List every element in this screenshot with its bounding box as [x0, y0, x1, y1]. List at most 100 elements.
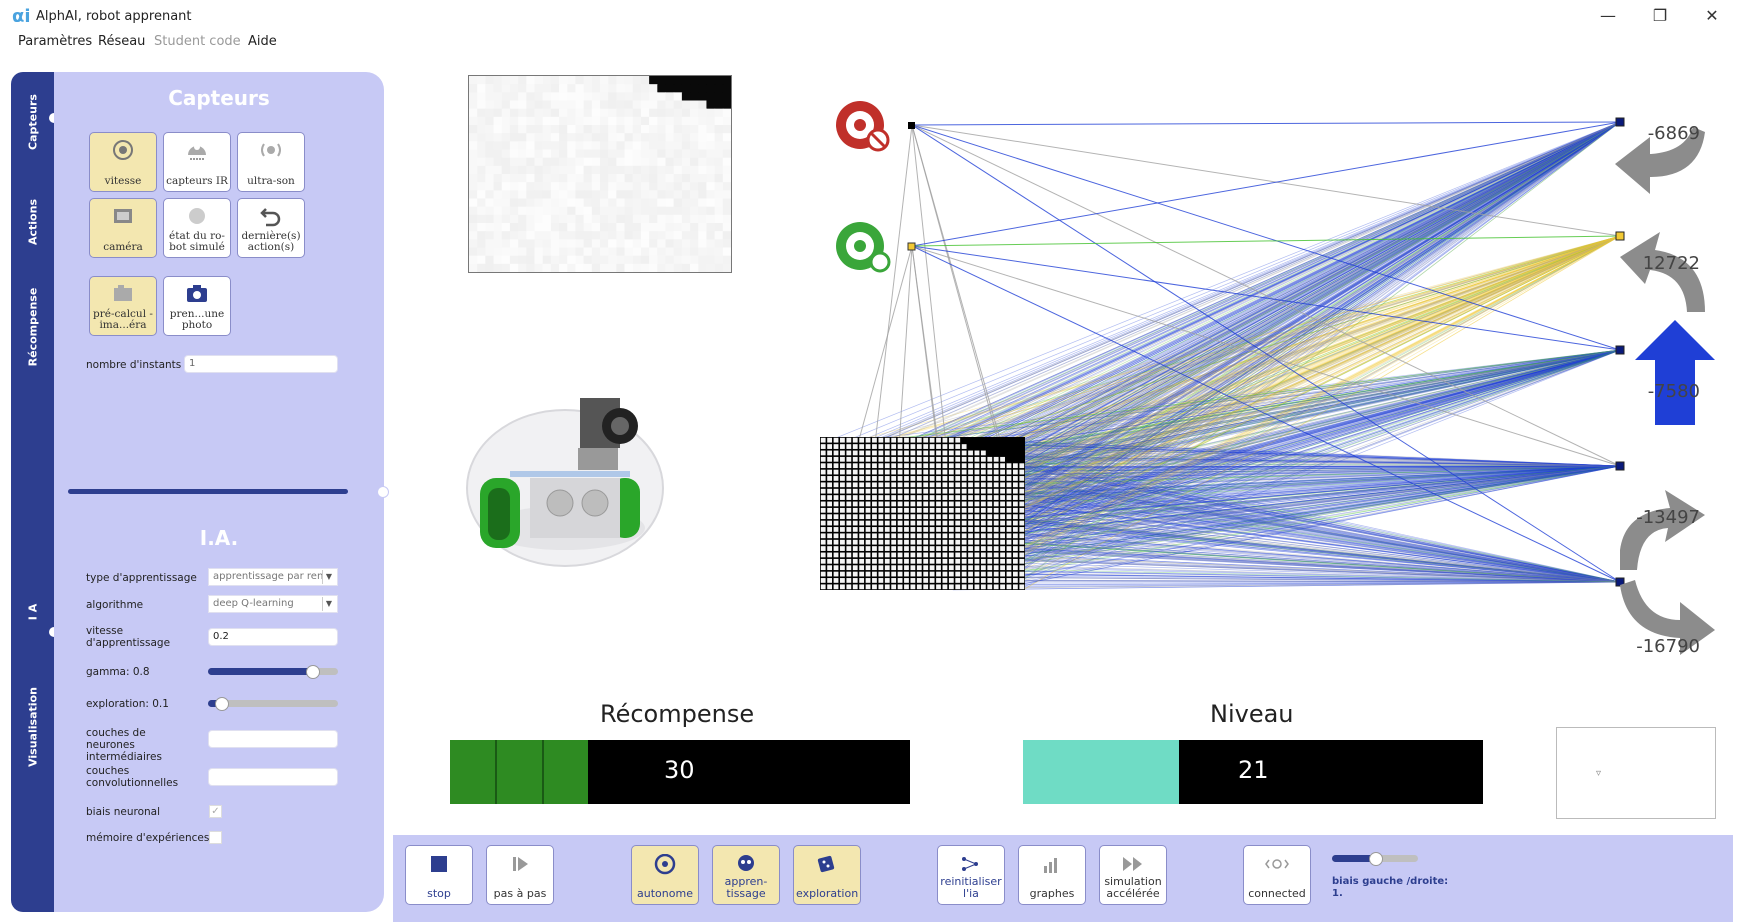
mini-view	[1556, 727, 1716, 819]
network-reset-icon	[962, 857, 978, 871]
turn-right-back-arrow-icon	[1620, 580, 1715, 655]
bias-label: biais neuronal	[86, 806, 161, 818]
chevron-down-icon: ▼	[322, 597, 335, 611]
instants-label: nombre d'instants	[86, 359, 182, 371]
menu-reseau[interactable]: Réseau	[98, 34, 146, 49]
menu-student-code[interactable]: Student code	[154, 34, 241, 49]
restore-button[interactable]: ❐	[1652, 6, 1668, 25]
app-logo-icon: αi	[12, 6, 31, 27]
conv-layers-label: couches convolutionnelles	[86, 765, 179, 789]
turn-left-back-arrow-icon	[1615, 127, 1705, 194]
step-button-label: pas à pas	[493, 887, 547, 900]
ultrasound-icon	[261, 143, 281, 157]
algorithm-label: algorithme	[86, 599, 144, 611]
learning-button[interactable]: appren-tissage	[712, 845, 780, 905]
camera-button[interactable]: caméra	[89, 198, 157, 258]
tab-capteurs[interactable]: Capteurs	[11, 82, 54, 162]
gamma-slider[interactable]	[208, 665, 338, 679]
algorithm-value: deep Q-learning	[213, 598, 294, 609]
side-tab-strip: Capteurs Actions Récompense I A Visualis…	[11, 72, 59, 912]
title-bar	[0, 0, 1738, 32]
precompute-button-label: pré-calcul - ima...éra	[93, 308, 153, 331]
reward-bar: 30	[450, 740, 910, 804]
brain-icon	[738, 855, 754, 871]
gamma-label: gamma: 0.8	[86, 666, 150, 678]
bar-chart-icon	[1044, 858, 1057, 873]
ir-sensor-icon	[188, 144, 206, 160]
stop-button-label: stop	[427, 887, 451, 900]
speed-button[interactable]: vitesse	[89, 132, 157, 192]
ir-sensors-button[interactable]: capteurs IR	[163, 132, 231, 192]
conv-layers-input[interactable]	[208, 768, 338, 786]
menu-aide[interactable]: Aide	[248, 34, 277, 49]
minimize-button[interactable]: —	[1600, 6, 1616, 25]
output-nodes	[1615, 117, 1625, 587]
input-node	[907, 242, 916, 251]
tab-recompense[interactable]: Récompense	[11, 272, 54, 382]
hidden-layers-input[interactable]	[208, 730, 338, 748]
output-node	[1615, 461, 1625, 471]
take-photo-button-label: pren...une photo	[169, 308, 225, 331]
output-value: -6869	[1648, 123, 1700, 144]
ir-sensors-button-label: capteurs IR	[166, 175, 228, 187]
bias-slider[interactable]	[1332, 852, 1418, 866]
bias-slider-handle[interactable]	[1369, 852, 1383, 866]
output-node	[1615, 117, 1625, 127]
photo-icon	[187, 285, 207, 302]
last-action-button[interactable]: dernière(s) action(s)	[237, 198, 305, 258]
graphs-button[interactable]: graphes	[1018, 845, 1086, 905]
tab-visualisation[interactable]: Visualisation	[11, 672, 54, 782]
close-button[interactable]: ✕	[1705, 6, 1719, 25]
turn-right-arrow-icon	[1620, 490, 1705, 570]
chevron-down-icon: ▼	[322, 570, 335, 584]
level-bar-fill	[1023, 740, 1180, 804]
level-value: 21	[1238, 756, 1269, 784]
reward-value: 30	[664, 756, 695, 784]
graphs-button-label: graphes	[1029, 887, 1075, 900]
dice-icon	[817, 855, 835, 873]
stop-button[interactable]: stop	[405, 845, 473, 905]
forward-arrow-icon	[1635, 320, 1715, 425]
learning-type-value: apprentissage par renfo	[213, 571, 333, 582]
speed-button-label: vitesse	[104, 175, 142, 187]
exploration-button[interactable]: exploration	[793, 845, 861, 905]
connected-button[interactable]: connected	[1243, 845, 1311, 905]
autonomous-button[interactable]: autonome	[631, 845, 699, 905]
robot-state-button[interactable]: état du ro-bot simulé	[163, 198, 231, 258]
tab-ia[interactable]: I A	[11, 592, 54, 632]
take-photo-button[interactable]: pren...une photo	[163, 276, 231, 336]
reset-ai-button[interactable]: reinitialiser l'ia	[937, 845, 1005, 905]
gamma-slider-handle[interactable]	[306, 665, 320, 679]
learning-rate-input[interactable]: 0.2	[208, 628, 338, 646]
robot-illustration	[466, 398, 664, 567]
memory-label: mémoire d'expériences	[86, 832, 210, 844]
memory-checkbox[interactable]	[209, 831, 222, 844]
level-bar: 21	[1023, 740, 1483, 804]
output-value: -13497	[1636, 507, 1700, 528]
step-button[interactable]: pas à pas	[486, 845, 554, 905]
ultrasound-button[interactable]: ultra-son	[237, 132, 305, 192]
precompute-icon	[114, 285, 132, 301]
speed-icon	[113, 140, 133, 160]
learning-rate-label: vitesse d'apprentissage	[86, 625, 171, 649]
fast-forward-icon	[1123, 857, 1142, 871]
hidden-layers-label: couches de neurones intermédiaires	[86, 727, 162, 763]
exploration-button-label: exploration	[796, 887, 859, 900]
exploration-slider[interactable]	[208, 697, 338, 711]
menu-parametres[interactable]: Paramètres	[18, 34, 93, 49]
bias-checkbox[interactable]: ✓	[209, 805, 222, 818]
learning-type-select[interactable]: apprentissage par renfo▼	[208, 568, 338, 586]
precompute-button[interactable]: pré-calcul - ima...éra	[89, 276, 157, 336]
exploration-slider-handle[interactable]	[215, 697, 229, 711]
instants-input[interactable]: 1	[184, 355, 338, 373]
gamma-slider-fill	[208, 668, 312, 675]
input-node	[908, 122, 915, 129]
algorithm-select[interactable]: deep Q-learning ▼	[208, 595, 338, 613]
exploration-label: exploration: 0.1	[86, 698, 169, 710]
fast-simulation-button[interactable]: simulation accélérée	[1099, 845, 1167, 905]
panel-splitter-handle[interactable]	[377, 486, 389, 498]
tab-visualisation-label: Visualisation	[26, 687, 39, 767]
exploration-slider-fill	[208, 700, 221, 707]
bias-slider-fill	[1332, 855, 1375, 862]
tab-actions[interactable]: Actions	[11, 182, 54, 262]
